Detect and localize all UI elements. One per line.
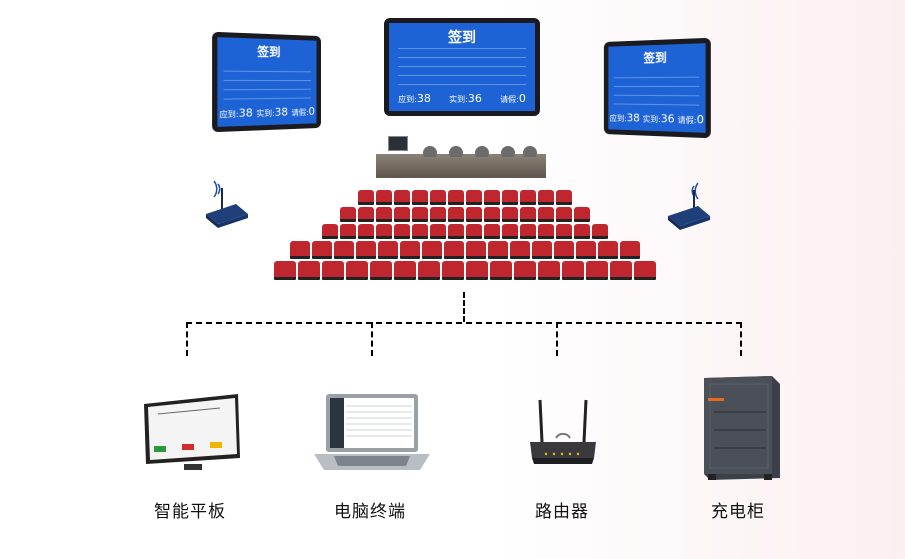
screen-title: 签到 [448, 30, 476, 46]
connector-drop-2 [371, 322, 373, 356]
connector-bus [186, 322, 742, 324]
router-icon [526, 398, 600, 474]
expected-count: 应到:38 [609, 111, 640, 125]
attendee-grid [223, 62, 312, 106]
auditorium-seats [265, 190, 665, 280]
connector-trunk [463, 292, 465, 322]
connector-drop-3 [556, 322, 558, 356]
present-count: 实到:38 [256, 105, 288, 119]
left-access-point-icon [200, 178, 252, 234]
podium-chairs [420, 142, 540, 160]
attendee-grid [397, 47, 527, 90]
leave-count: 请假:0 [500, 92, 526, 105]
leave-count: 请假:0 [677, 112, 704, 127]
leave-count: 请假:0 [291, 105, 315, 118]
connector-drop-1 [186, 322, 188, 356]
device-label: 智能平板 [154, 502, 226, 522]
device-label: 充电柜 [711, 502, 765, 522]
podium-monitor-icon [388, 136, 408, 151]
connector-drop-4 [740, 322, 742, 356]
present-count: 实到:36 [449, 92, 482, 105]
tablet-icon [140, 394, 244, 478]
laptop-icon [312, 392, 432, 478]
present-count: 实到:36 [642, 112, 675, 126]
device-label: 路由器 [535, 502, 589, 522]
screen-title: 签到 [257, 44, 281, 60]
podium-stage [376, 154, 546, 178]
expected-count: 应到:38 [398, 92, 431, 105]
right-signin-screen: 签到 应到:38 实到:36 请假:0 [603, 37, 711, 139]
center-signin-screen: 签到 应到:38 实到:36 请假:0 [384, 18, 540, 116]
screen-title: 签到 [643, 50, 667, 66]
left-signin-screen: 签到 应到:38 实到:38 请假:0 [212, 31, 321, 133]
expected-count: 应到:38 [219, 106, 253, 120]
right-access-point-icon [664, 180, 716, 236]
device-label: 电脑终端 [334, 502, 406, 522]
charging-cabinet-icon [700, 374, 784, 488]
attendee-grid [613, 68, 700, 112]
